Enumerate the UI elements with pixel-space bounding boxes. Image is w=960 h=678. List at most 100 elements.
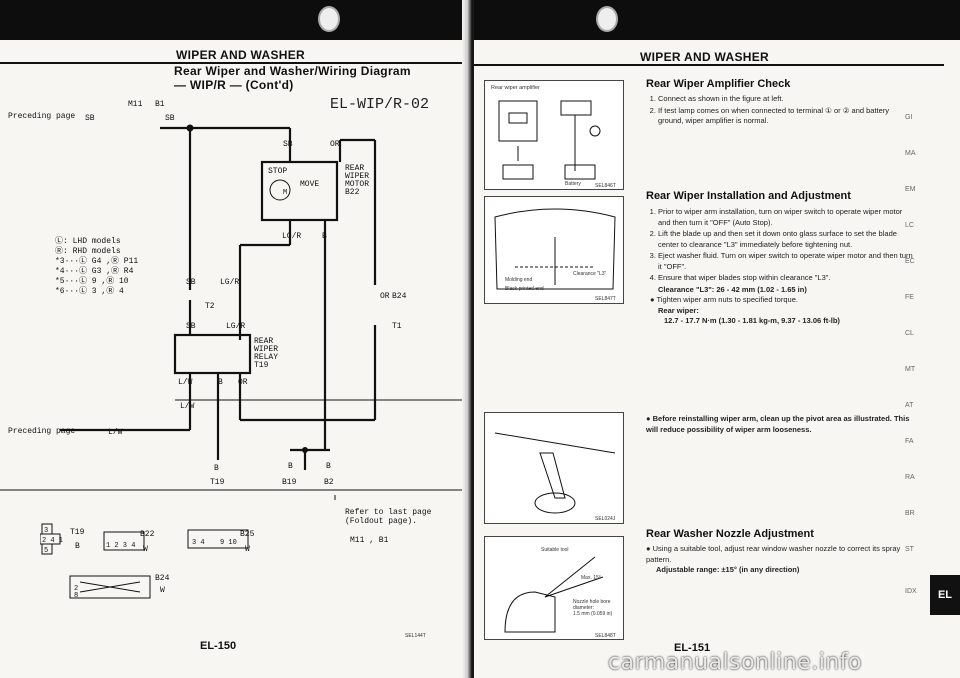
label-b-relay: B (218, 378, 223, 387)
diagram-code: EL-WIP/R-02 (330, 96, 430, 113)
index-item[interactable]: FA (905, 438, 914, 445)
connector-t1: T1 (392, 322, 402, 331)
legend-rhd: RHD models (72, 247, 121, 256)
section-wiper-installation: Rear Wiper Installation and Adjustment (646, 190, 851, 202)
step: If test lamp comes on when connected to … (658, 106, 911, 127)
fig2-clearance: Clearance "L3" (573, 271, 607, 277)
fig4-code: SEL848T (595, 633, 616, 639)
label-sb-top-2: SB (165, 114, 175, 123)
top-shadow (0, 0, 470, 40)
connector-m11: M11 (128, 100, 143, 109)
connector-b2: B2 (324, 478, 334, 487)
label-or-motor: OR (330, 140, 340, 149)
label-lgr-motor: LG/R (282, 232, 302, 241)
label-sb-motor: SB (283, 140, 293, 149)
step: Ensure that wiper blades stop within cle… (658, 273, 914, 284)
section-amplifier-check: Rear Wiper Amplifier Check (646, 78, 791, 90)
torque-bullet: Tighten wiper arm nuts to specified torq… (656, 295, 798, 304)
connector-color-w-3: W (160, 586, 165, 595)
page-number-right: EL-151 (674, 642, 711, 654)
connector-t18: T19 (70, 528, 85, 537)
preceding-page-bottom[interactable]: Preceding page (8, 427, 76, 436)
index-item[interactable]: ST (905, 546, 914, 553)
fig4-max: Max. 15° (581, 575, 601, 581)
svg-text:1 2 3 4: 1 2 3 4 (106, 542, 135, 550)
connector-b22: B22 (140, 530, 155, 539)
label-sb-relay-2: SB (186, 322, 196, 331)
fig2-code: SEL847T (595, 296, 616, 302)
figure-nozzle: Suitable tool Max. 15° Nozzle hole bore … (484, 536, 624, 640)
svg-text:2: 2 (74, 585, 78, 593)
connector-color-w: W (143, 545, 148, 554)
page-number-left: EL-150 (200, 640, 237, 652)
svg-text:9 10: 9 10 (220, 539, 237, 547)
label-lgr-relay-2: LG/R (226, 322, 246, 331)
refer-note: Refer to last page (Foldout page). (345, 508, 432, 526)
fig4-hole: Nozzle hole bore diameter: 1.5 mm (0.059… (573, 599, 613, 617)
step: Prior to wiper arm installation, turn on… (658, 207, 914, 228)
legend-lhd: LHD models (72, 237, 121, 246)
index-item[interactable]: MT (905, 366, 916, 373)
connector-color-b: B (75, 542, 80, 551)
label-b-motor: B (322, 232, 327, 241)
right-page: WIPER AND WASHER Rear wiper amplifier Ba… (474, 0, 960, 678)
torque-value: 12.7 - 17.7 N·m (1.30 - 1.81 kg-m, 9.37 … (664, 316, 840, 325)
label-b-ground-2: B (288, 462, 293, 471)
index-item[interactable]: EM (905, 186, 916, 193)
index-item[interactable]: EC (905, 258, 915, 265)
index-item[interactable]: AT (905, 402, 914, 409)
fig2-black: Black printed end (505, 286, 544, 292)
diagram-subtitle: — WIP/R — (Cont'd) (174, 78, 294, 92)
refer-codes: M11 , B1 (350, 536, 389, 545)
wiring-diagram: M (0, 124, 470, 500)
index-item[interactable]: CL (905, 330, 914, 337)
label-or-relay: OR (238, 378, 248, 387)
header-rule-right (474, 64, 944, 66)
connector-color-w-2: W (245, 545, 250, 554)
connector-b1: B1 (155, 100, 165, 109)
index-item[interactable]: RA (905, 474, 915, 481)
index-item[interactable]: FE (905, 294, 914, 301)
installation-steps: Prior to wiper arm installation, turn on… (646, 207, 914, 327)
diagram-title: Rear Wiper and Washer/Wiring Diagram (174, 64, 411, 78)
fig3-code: SEL024J (595, 516, 616, 522)
label-sb-top: SB (85, 114, 95, 123)
torque-label: Rear wiper: (658, 305, 699, 315)
label-lw: L/W (178, 378, 193, 387)
step: Eject washer fluid. Turn on wiper switch… (658, 251, 914, 272)
connector-t2: T2 (205, 302, 215, 311)
index-idx[interactable]: IDX (905, 588, 917, 595)
connector-b24-view: B24 (155, 574, 170, 583)
adjust-range: Adjustable range: ±15° (in any direction… (656, 565, 800, 574)
binder-hole-right (596, 6, 618, 32)
rear-wiper-relay-label: REAR WIPER RELAY T19 (254, 337, 279, 370)
connector-b19: B19 (282, 478, 297, 487)
index-item[interactable]: GI (905, 114, 913, 121)
fig4-tool: Suitable tool (541, 547, 569, 553)
side-index: GI MA EM LC EC FE CL MT AT FA RA BR ST (905, 100, 935, 568)
section-tab-el[interactable]: EL (930, 575, 960, 615)
amplifier-check-steps: Connect as shown in the figure at left. … (646, 94, 911, 128)
index-item[interactable]: BR (905, 510, 915, 517)
fig1-code: SEL846T (595, 183, 616, 189)
legend-line: *5···Ⓛ 9 ,Ⓡ 10 (55, 277, 129, 286)
label-lw-bottom: L/W (108, 428, 123, 437)
index-item[interactable]: LC (905, 222, 914, 229)
index-item[interactable]: MA (905, 150, 916, 157)
label-or-right: OR (380, 292, 390, 301)
clearance-spec: Clearance "L3": 26 - 42 mm (1.02 - 1.65 … (658, 284, 807, 294)
figure-pivot-clean: SEL024J (484, 412, 624, 524)
figure-amplifier-check: Rear wiper amplifier Battery SEL846T (484, 80, 624, 190)
section-nozzle-adjustment: Rear Washer Nozzle Adjustment (646, 528, 814, 540)
nozzle-text: ● Using a suitable tool, adjust rear win… (646, 544, 911, 576)
svg-text:8: 8 (74, 592, 78, 600)
label-sb-relay: SB (186, 278, 196, 287)
fig2-molding: Molding end (505, 277, 533, 283)
svg-text:3 4: 3 4 (192, 539, 205, 547)
legend-line: *4···Ⓛ G3 ,Ⓡ R4 (55, 267, 134, 276)
legend: Ⓛ: LHD models Ⓡ: RHD models *3···Ⓛ G4 ,Ⓡ… (55, 237, 139, 296)
motor-stop: STOP (268, 167, 288, 176)
preceding-page-top[interactable]: Preceding page (8, 112, 76, 121)
connector-b25: B25 (240, 530, 255, 539)
